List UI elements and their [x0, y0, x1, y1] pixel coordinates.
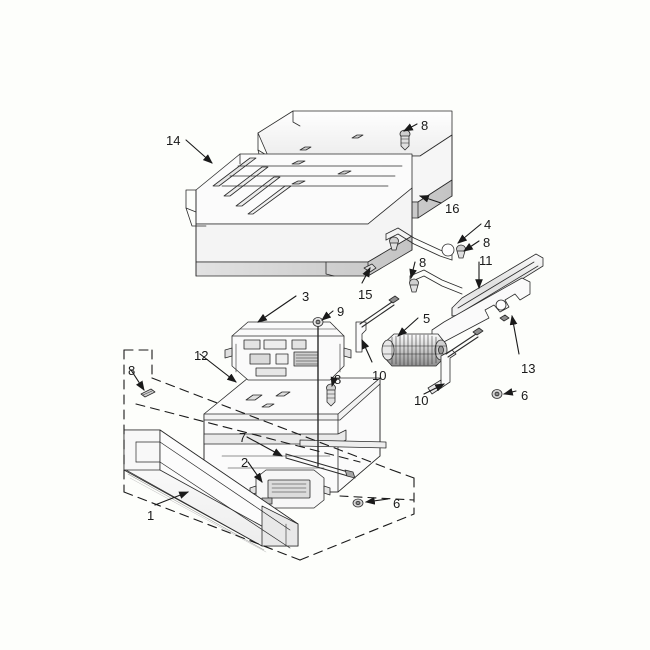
callout-number-8d: 8	[128, 363, 136, 378]
part-screw-washer-group	[352, 389, 503, 508]
callout-number-3: 3	[302, 289, 310, 304]
callout-number-10a: 10	[372, 368, 387, 383]
callout-number-2: 2	[241, 455, 249, 470]
part-control-board	[224, 321, 352, 381]
part-rail-bracket	[431, 277, 531, 345]
callout-number-7: 7	[239, 430, 247, 445]
callout-number-8: 8	[421, 118, 429, 133]
part-drawer-front-panel	[123, 429, 299, 553]
part-linkage-arm	[385, 227, 463, 295]
callout-number-6a: 6	[521, 388, 529, 403]
part-vent-trim-rail	[185, 153, 413, 277]
part-heating-element	[381, 333, 448, 367]
callout-number-14: 14	[166, 133, 181, 148]
callout-number-13: 13	[521, 361, 536, 376]
callout-number-9: 9	[337, 304, 345, 319]
part-pivot-bracket-left	[355, 295, 400, 353]
callout-number-8c: 8	[419, 255, 427, 270]
callout-number-8b: 8	[483, 235, 491, 250]
leader-lines	[130, 123, 520, 506]
callout-number-11: 11	[479, 253, 493, 268]
assembly-dashed-outline	[123, 349, 415, 561]
callout-number-12: 12	[194, 348, 209, 363]
part-latch-rod	[285, 453, 356, 479]
callout-number-10b: 10	[414, 393, 429, 408]
callout-number-16: 16	[445, 201, 460, 216]
callout-number-1: 1	[147, 508, 155, 523]
callout-number-8e: 8	[334, 372, 342, 387]
part-base-plate	[203, 377, 387, 493]
callout-number-6b: 6	[393, 496, 401, 511]
part-rod	[312, 317, 324, 467]
callout-number-15: 15	[358, 287, 373, 302]
callout-number-5: 5	[423, 311, 431, 326]
callout-number-4: 4	[484, 217, 492, 232]
